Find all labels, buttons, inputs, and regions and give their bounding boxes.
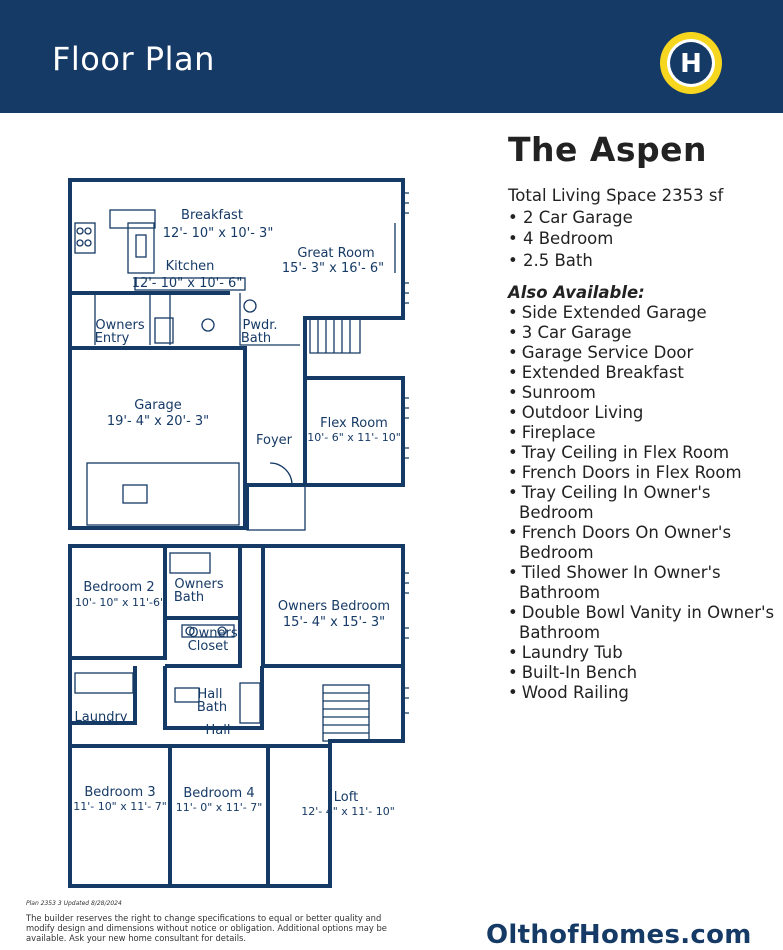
option-item: 3 Car Garage [508, 323, 778, 343]
owners-closet-label-2: Closet [188, 639, 229, 654]
plan-name: The Aspen [508, 130, 708, 169]
spec-garage: • 2 Car Garage [508, 207, 633, 227]
owners-entry-label-1: Owners [95, 318, 144, 333]
foyer-label: Foyer [256, 433, 293, 448]
hall-bath-label-1: Hall [198, 687, 223, 702]
breakfast-label: Breakfast [181, 208, 243, 223]
breakfast-dims: 12'- 10" x 10'- 3" [163, 226, 274, 241]
great-room-dims: 15'- 3" x 16'- 6" [282, 261, 384, 276]
bedroom4-label: Bedroom 4 [183, 786, 254, 801]
page-title: Floor Plan [52, 40, 215, 78]
owners-bath-label-1: Owners [174, 577, 223, 592]
spec-total-living: Total Living Space 2353 sf [508, 186, 724, 205]
bedroom2-dims: 10'- 10" x 11'-6" [75, 596, 165, 609]
pwdr-bath-label-2: Bath [241, 331, 271, 346]
olthof-logo-icon: H [660, 32, 722, 94]
spec-bedrooms: • 4 Bedroom [508, 229, 614, 248]
flex-room-dims: 10'- 6" x 11'- 10" [307, 431, 401, 444]
kitchen-label: Kitchen [166, 259, 215, 274]
loft-dims: 12'- 4" x 11'- 10" [301, 805, 395, 818]
option-item: Double Bowl Vanity in Owner's Bathroom [508, 603, 778, 643]
owners-entry-label-2: Entry [95, 331, 130, 346]
first-floor-plan [68, 178, 409, 531]
also-available-title: Also Available: [508, 283, 645, 302]
flex-room-label: Flex Room [320, 416, 388, 431]
option-item: Extended Breakfast [508, 363, 778, 383]
bedroom3-label: Bedroom 3 [84, 785, 155, 800]
kitchen-dims: 12'- 10" x 10'- 6" [132, 276, 243, 291]
option-item: Side Extended Garage [508, 303, 778, 323]
options-list: Side Extended Garage 3 Car Garage Garage… [508, 303, 778, 703]
option-item: French Doors On Owner's Bedroom [508, 523, 778, 563]
option-item: Built-In Bench [508, 663, 778, 683]
option-item: Fireplace [508, 423, 778, 443]
option-item: Outdoor Living [508, 403, 778, 423]
option-item: Sunroom [508, 383, 778, 403]
option-item: Laundry Tub [508, 643, 778, 663]
logo-letter: H [680, 49, 702, 79]
website-link[interactable]: OlthofHomes.com [486, 920, 752, 950]
owners-bedroom-dims: 15'- 4" x 15'- 3" [283, 615, 385, 630]
owners-bath-label-2: Bath [174, 590, 204, 605]
spec-baths: • 2.5 Bath [508, 250, 593, 270]
owners-bedroom-label: Owners Bedroom [278, 599, 390, 614]
plan-info-panel: The Aspen Total Living Space 2353 sf • 2… [508, 130, 778, 703]
laundry-label: Laundry [75, 710, 128, 725]
owners-closet-label-1: Owners [188, 626, 237, 641]
hall-label: Hall [206, 723, 231, 738]
option-item: Wood Railing [508, 683, 778, 703]
hall-bath-label-2: Bath [197, 700, 227, 715]
garage-label: Garage [134, 398, 182, 413]
second-floor-plan [68, 544, 409, 888]
floor-plan-drawing: Breakfast 12'- 10" x 10'- 3" Kitchen 12'… [68, 178, 409, 888]
loft-label: Loft [334, 790, 358, 805]
garage-dims: 19'- 4" x 20'- 3" [107, 414, 209, 429]
bedroom4-dims: 11'- 0" x 11'- 7" [176, 801, 263, 814]
option-item: Tray Ceiling In Owner's Bedroom [508, 483, 778, 523]
option-item: Tiled Shower In Owner's Bathroom [508, 563, 778, 603]
bedroom2-label: Bedroom 2 [83, 580, 154, 595]
plan-update-note: Plan 2353 3 Updated 8/28/2024 [26, 900, 122, 907]
option-item: French Doors in Flex Room [508, 463, 778, 483]
great-room-label: Great Room [297, 246, 374, 261]
header-bar: Floor Plan H [0, 0, 783, 113]
option-item: Garage Service Door [508, 343, 778, 363]
pwdr-bath-label-1: Pwdr. [242, 318, 277, 333]
disclaimer-text: The builder reserves the right to change… [26, 913, 387, 943]
option-item: Tray Ceiling in Flex Room [508, 443, 778, 463]
bedroom3-dims: 11'- 10" x 11'- 7" [73, 800, 167, 813]
